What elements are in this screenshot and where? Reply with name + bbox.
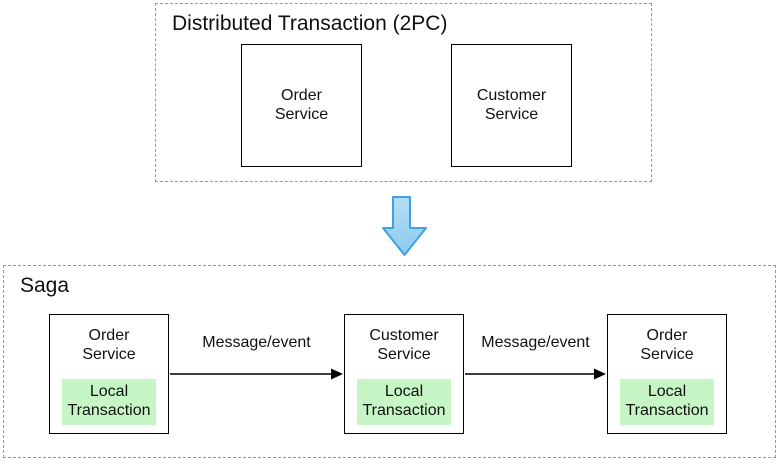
- node-customer-service-2pc: Customer Service: [451, 44, 572, 167]
- local-transaction-box: Local Transaction: [62, 378, 156, 425]
- service-name-label: Order Service: [640, 327, 694, 363]
- saga-node-order-service-2: Order Service Local Transaction: [607, 314, 727, 434]
- saga-node-customer-service: Customer Service Local Transaction: [344, 314, 464, 434]
- service-name-label: Customer Service: [476, 86, 547, 123]
- group-saga: Saga Order Service Local Transaction Cus…: [3, 265, 776, 458]
- group-distributed-transaction-2pc: Distributed Transaction (2PC) Order Serv…: [155, 3, 652, 182]
- saga-node-order-service-1: Order Service Local Transaction: [49, 314, 169, 434]
- message-event-label-2: Message/event: [481, 334, 590, 351]
- node-order-service-2pc: Order Service: [241, 44, 362, 167]
- group-title-saga: Saga: [20, 274, 70, 297]
- group-title-2pc: Distributed Transaction (2PC): [172, 12, 448, 35]
- message-event-label-1: Message/event: [202, 334, 311, 351]
- service-name-label: Order Service: [274, 86, 329, 123]
- service-name-label: Customer Service: [369, 327, 439, 363]
- down-arrow-icon: [382, 196, 427, 256]
- local-transaction-label: Local Transaction: [67, 382, 151, 419]
- service-name-label: Order Service: [82, 327, 136, 363]
- local-transaction-label: Local Transaction: [625, 382, 709, 419]
- local-transaction-box: Local Transaction: [620, 378, 714, 425]
- local-transaction-box: Local Transaction: [357, 378, 451, 425]
- local-transaction-label: Local Transaction: [362, 382, 446, 419]
